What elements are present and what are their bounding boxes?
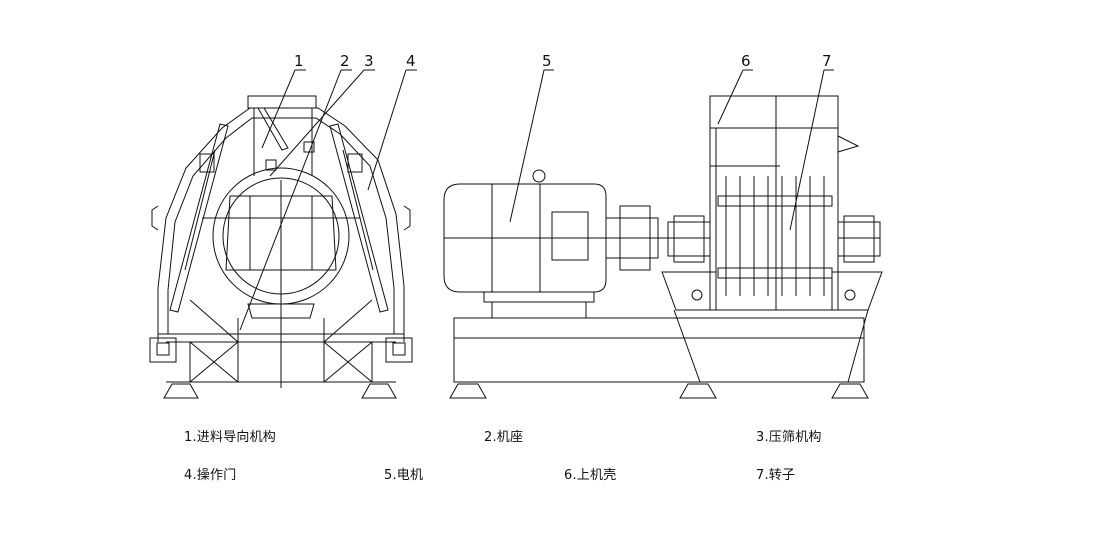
- callout-4: 4: [406, 52, 416, 70]
- callout-3: 3: [364, 52, 374, 70]
- legend-item-4: 4.操作门: [184, 468, 237, 483]
- front-view: [149, 69, 417, 399]
- legend-item-2: 2.机座: [484, 430, 524, 445]
- legend-item-1: 1.进料导向机构: [184, 430, 277, 445]
- callout-6: 6: [741, 52, 751, 70]
- legend-item-6: 6.上机壳: [564, 468, 617, 483]
- legend-item-3: 3.压筛机构: [756, 430, 822, 445]
- legend-item-7: 7.转子: [756, 468, 796, 483]
- callout-2: 2: [340, 52, 350, 70]
- callout-7: 7: [822, 52, 832, 70]
- side-view: [443, 69, 883, 399]
- legend-item-5: 5.电机: [384, 468, 424, 483]
- callout-1: 1: [294, 52, 304, 70]
- callout-5: 5: [542, 52, 552, 70]
